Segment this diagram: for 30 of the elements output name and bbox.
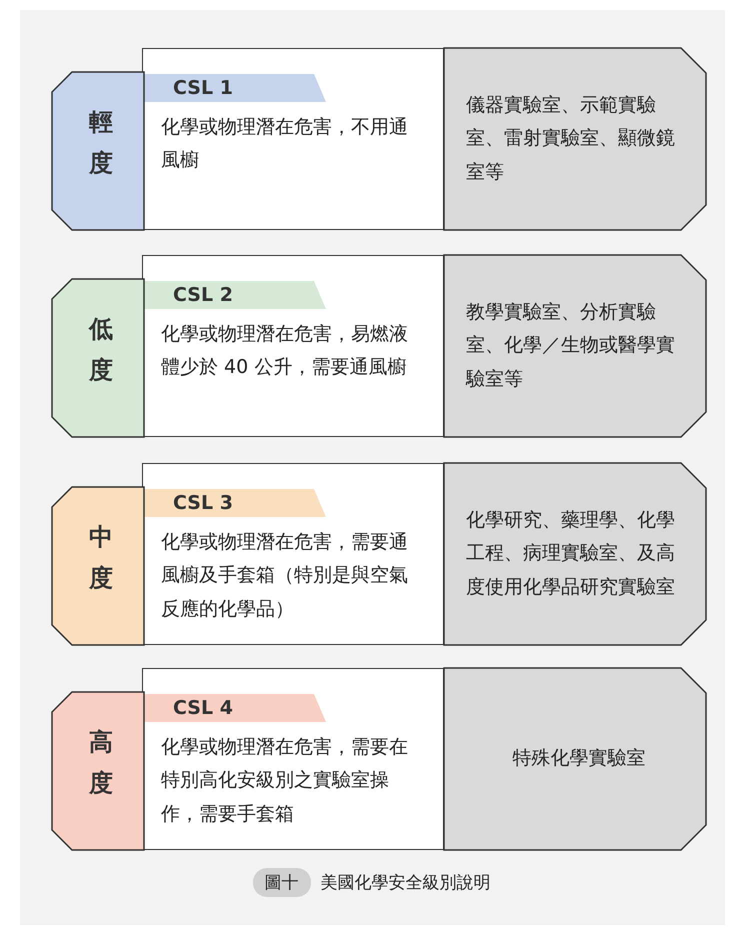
- level-badge: [52, 72, 144, 230]
- description-card: [142, 48, 444, 230]
- level-code: CSL 2: [173, 283, 233, 308]
- level-badge: [52, 692, 144, 850]
- example-panel: [444, 463, 706, 645]
- figure-caption: 美國化學安全級別說明: [320, 872, 490, 894]
- description-card: [142, 668, 444, 850]
- level-label: 輕度: [88, 107, 114, 179]
- hazard-description: 化學或物理潛在危害，易燃液體少於 40 公升，需要通風櫥: [161, 322, 409, 380]
- level-label: 低度: [88, 314, 114, 386]
- hazard-description: 化學或物理潛在危害，需要在特別高化安級別之實驗室操作，需要手套箱: [161, 735, 409, 826]
- hazard-description: 化學或物理潛在危害，需要通風櫥及手套箱（特別是與空氣反應的化學品）: [161, 530, 409, 622]
- level-code: CSL 4: [173, 696, 233, 721]
- example-panel: [444, 255, 706, 437]
- description-card: [142, 255, 444, 437]
- lab-examples: 化學研究、藥理學、化學工程、病理實驗室、及高度使用化學品研究實驗室: [466, 508, 676, 600]
- example-panel: [444, 48, 706, 230]
- description-card: [142, 463, 444, 645]
- level-label: 高度: [88, 727, 114, 799]
- figure-number-badge: 圖十: [252, 868, 310, 897]
- level-badge: [52, 487, 144, 645]
- level-code: CSL 3: [173, 491, 233, 516]
- level-label: 中度: [88, 522, 114, 594]
- hazard-description: 化學或物理潛在危害，不用通風櫥: [161, 115, 409, 174]
- lab-examples: 教學實驗室、分析實驗室、化學／生物或醫學實驗室等: [466, 300, 676, 392]
- level-badge: [52, 279, 144, 437]
- lab-examples: 特殊化學實驗室: [512, 746, 646, 772]
- level-code: CSL 1: [173, 76, 233, 101]
- example-panel: [444, 668, 706, 850]
- lab-examples: 儀器實驗室、示範實驗室、雷射實驗室、顯微鏡室等: [466, 93, 676, 185]
